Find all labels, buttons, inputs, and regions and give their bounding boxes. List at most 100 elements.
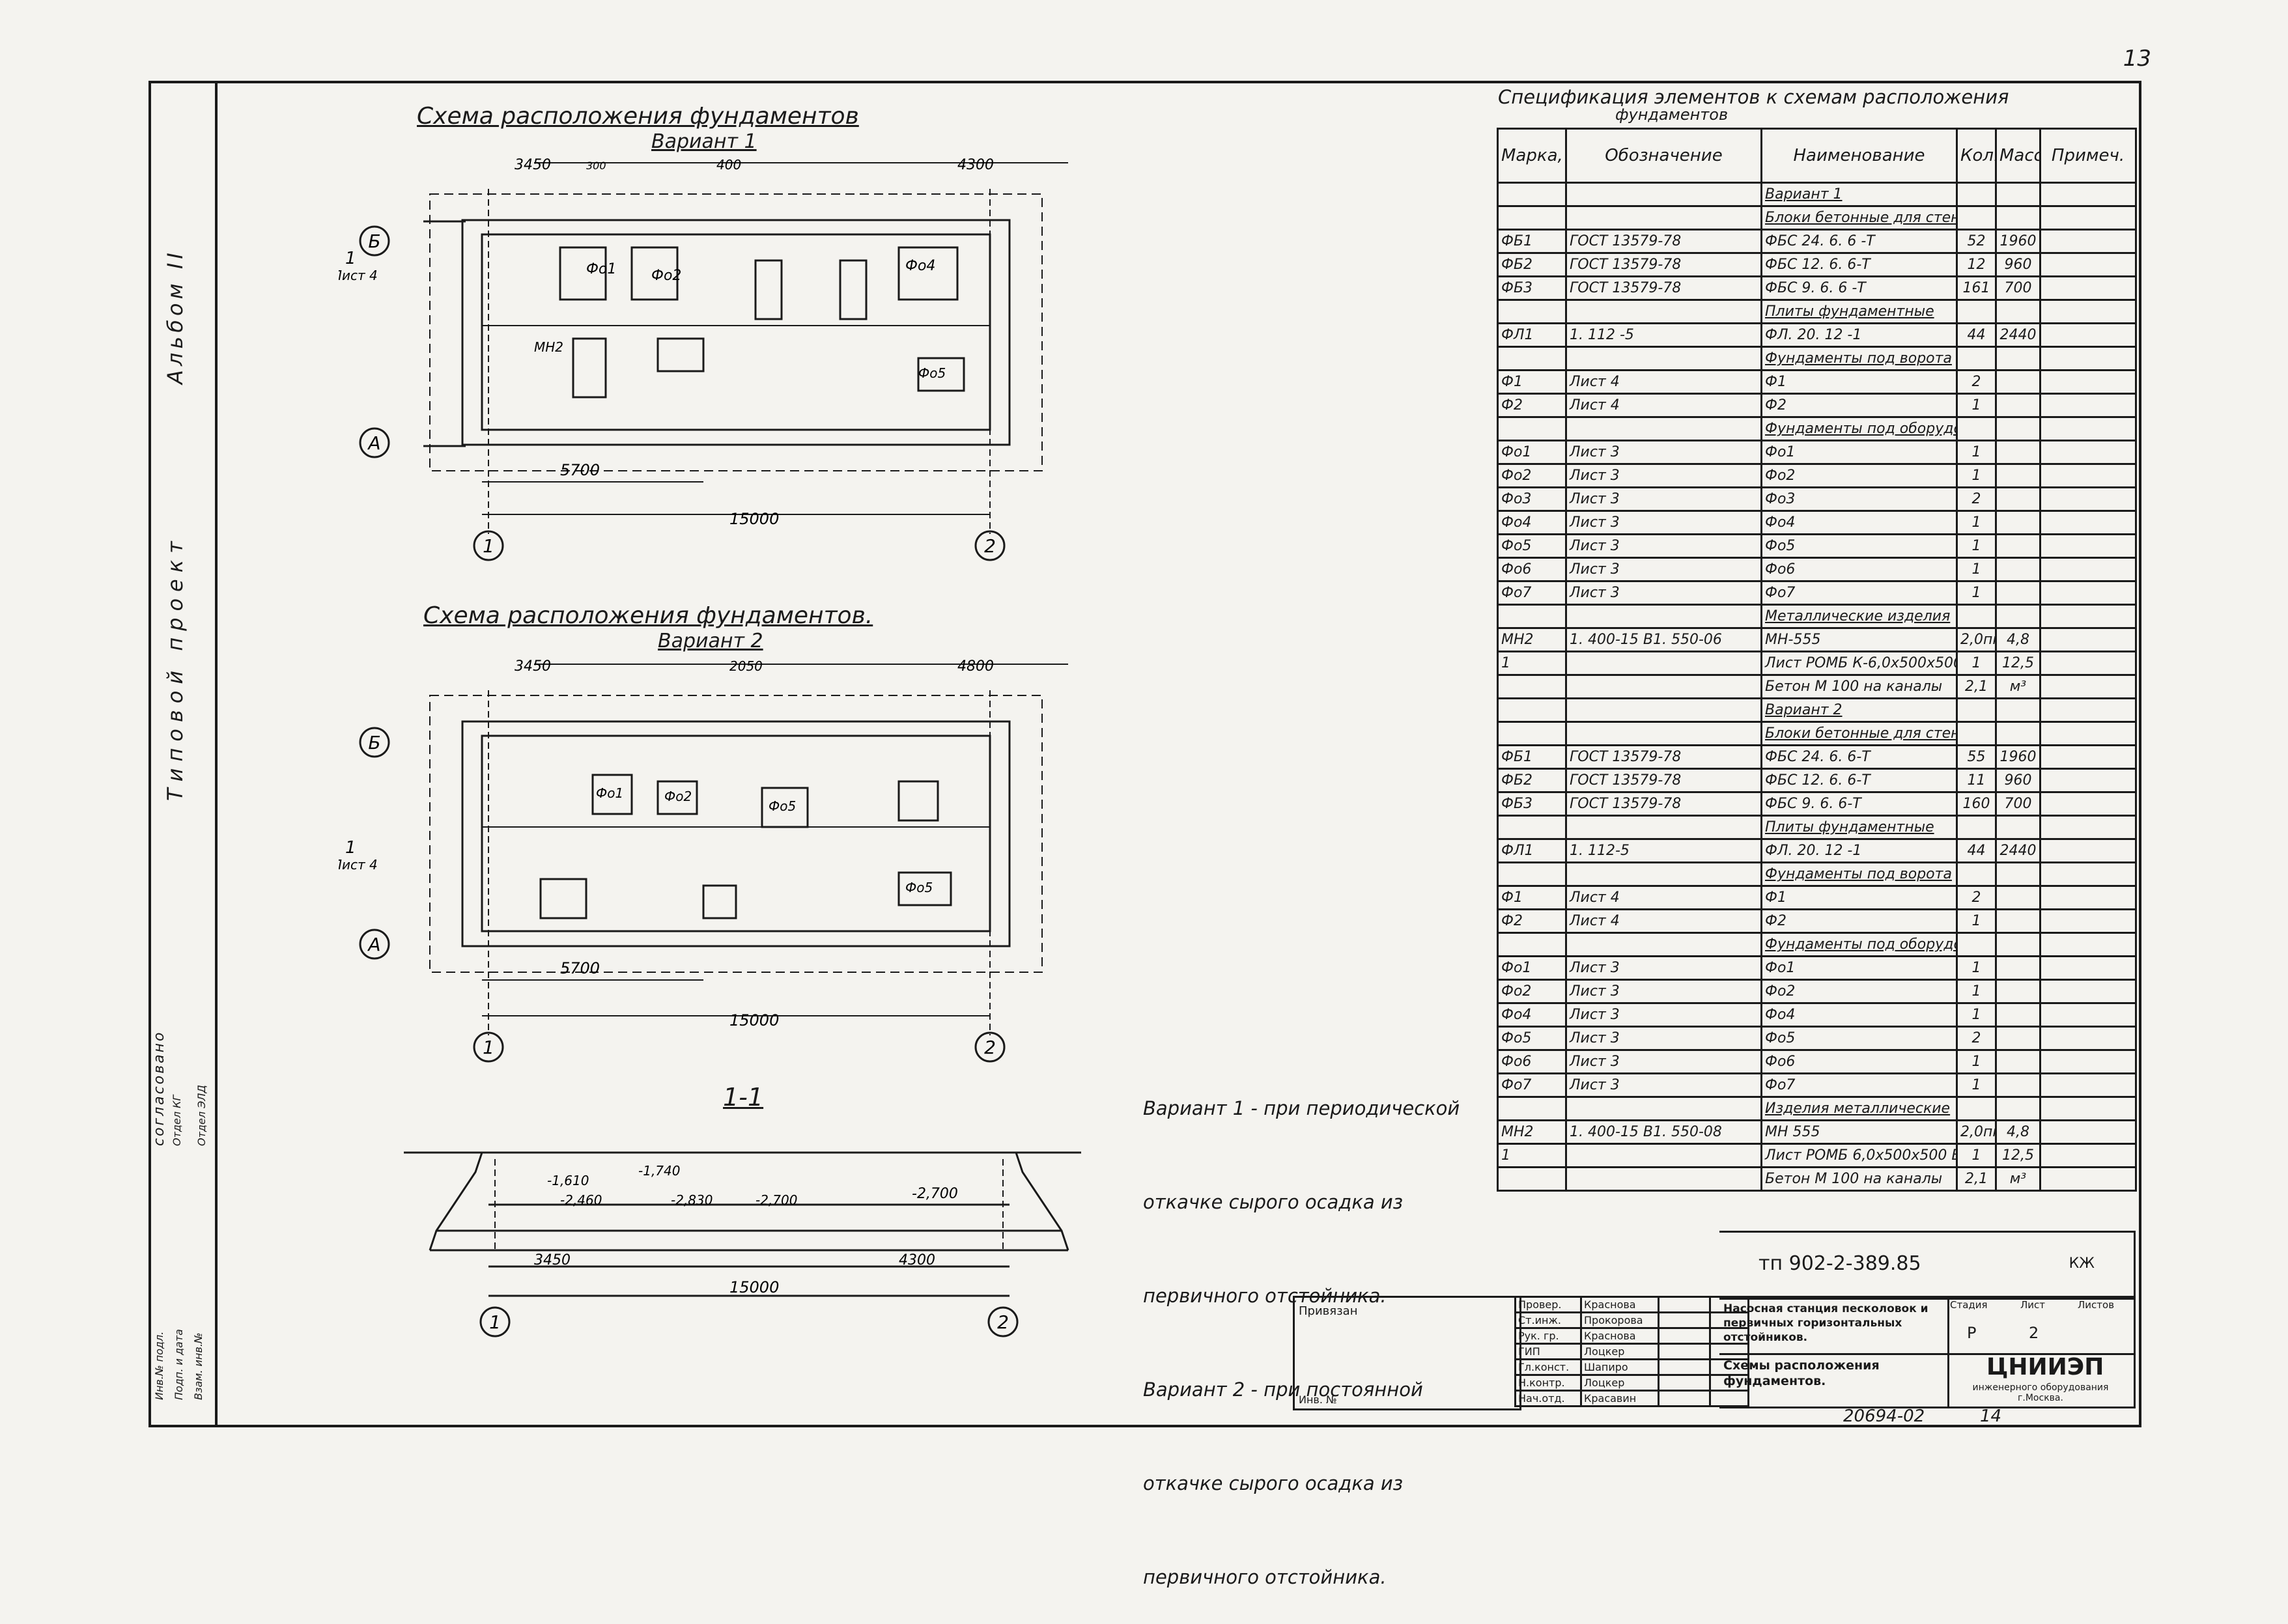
dim-inner: 5700	[560, 461, 600, 479]
signature-cell: Прокорова	[1580, 1311, 1660, 1329]
spec-cell: ФБС 9. 6. 6-Т	[1760, 791, 1958, 817]
signature-cell	[1658, 1358, 1711, 1376]
spec-cell	[1995, 721, 2041, 746]
spec-cell: 1. 400-15 В1. 550-08	[1565, 1119, 1762, 1145]
spec-cell	[2039, 393, 2137, 418]
spec-cell	[1497, 205, 1567, 231]
spec-cell	[1995, 557, 2041, 582]
spec-cell	[2039, 885, 2137, 910]
spec-cell	[2039, 674, 2137, 699]
spec-cell: ФЛ1	[1497, 322, 1567, 348]
spec-cell	[1497, 697, 1567, 723]
spec-cell: 2,1	[1956, 1166, 1997, 1192]
spec-cell	[1497, 1166, 1567, 1192]
spec-cell: Фо7	[1760, 1072, 1958, 1098]
drawing-frame	[215, 81, 2141, 1427]
spec-cell: ФБ2	[1497, 768, 1567, 793]
strip-inv: Инв.№ подл.	[153, 1331, 165, 1400]
spec-cell	[1995, 346, 2041, 371]
spec-cell: 2	[1956, 486, 1997, 512]
section-mark: 1	[345, 838, 356, 858]
spec-cell: ФЛ1	[1497, 838, 1567, 863]
spec-cell	[1497, 1096, 1567, 1121]
spec-cell	[1956, 861, 1997, 887]
spec-cell	[2039, 1166, 2137, 1192]
dim-4800: 4800	[957, 658, 994, 675]
spec-cell	[1995, 697, 2041, 723]
spec-cell: Фо4	[1760, 1002, 1958, 1028]
label-fo2: Фо2	[651, 268, 681, 284]
spec-cell: ГОСТ 13579-78	[1565, 252, 1762, 277]
spec-cell: ГОСТ 13579-78	[1565, 229, 1762, 254]
signature-cell: Н.контр.	[1514, 1374, 1582, 1392]
dim-total: 15000	[729, 1278, 779, 1296]
spec-cell: 1	[1956, 651, 1997, 676]
spec-cell: 1	[1497, 1143, 1567, 1168]
spec-cell: МН-555	[1760, 627, 1958, 652]
spec-cell: Фо1	[1760, 440, 1958, 465]
signature-cell	[1658, 1327, 1711, 1345]
inv-label: Инв. №	[1299, 1393, 1337, 1406]
sheet-header: Лист	[2020, 1299, 2046, 1311]
spec-row: Блоки бетонные для стен подвала	[1497, 205, 2137, 231]
signature-row: Н.контр.Лоцкер	[1514, 1374, 1749, 1392]
spec-cell	[2039, 1072, 2137, 1098]
scheme2-plan: Б А 1 2 3450 2050 4800 15000 5700 1 Лист…	[339, 658, 1068, 1063]
spec-cell	[1995, 979, 2041, 1004]
project-label: Типовой проект	[163, 535, 188, 801]
signature-row: Гл.конст.Шапиро	[1514, 1358, 1749, 1376]
spec-cell	[2039, 627, 2137, 652]
signature-row: Провер.Краснова	[1514, 1296, 1749, 1313]
spec-cell: ГОСТ 13579-78	[1565, 744, 1762, 770]
axis-1: 1	[483, 535, 494, 557]
spec-cell	[1565, 861, 1762, 887]
spec-cell	[1565, 1143, 1762, 1168]
spec-cell: Фо1	[1497, 440, 1567, 465]
signature-cell	[1658, 1343, 1711, 1360]
signature-cell: Лоцкер	[1580, 1343, 1660, 1360]
spec-cell	[1995, 1096, 2041, 1121]
spec-cell: Металлические изделия	[1760, 604, 1958, 629]
note-line: первичного отстойника.	[1143, 1566, 1387, 1588]
spec-cell: Вариант 2	[1760, 697, 1958, 723]
spec-cell	[1565, 1166, 1762, 1192]
spec-cell	[1995, 932, 2041, 957]
spec-cell: Лист 3	[1565, 1002, 1762, 1028]
linked-box: Привязан Инв. №	[1293, 1296, 1521, 1410]
section-title: 1-1	[723, 1083, 764, 1112]
spec-cell	[1956, 932, 1997, 957]
spec-cell: 2,1	[1956, 674, 1997, 699]
spec-cell: Фо4	[1760, 510, 1958, 535]
spec-cell	[1995, 486, 2041, 512]
spec-cell: Лист 3	[1565, 533, 1762, 559]
spec-cell: 1. 112-5	[1565, 838, 1762, 863]
signature-cell: Краснова	[1580, 1296, 1660, 1313]
spec-cell: Лист 3	[1565, 463, 1762, 488]
spec-cell	[2039, 486, 2137, 512]
spec-cell: Фо4	[1497, 1002, 1567, 1028]
spec-cell	[1497, 932, 1567, 957]
spec-cell	[1995, 815, 2041, 840]
spec-cell: 1960	[1995, 229, 2041, 254]
signature-cell	[1658, 1311, 1711, 1329]
album-label: Альбом II	[163, 249, 188, 384]
section-mark: 1	[345, 249, 356, 268]
spec-cell	[1565, 674, 1762, 699]
spec-cell: 1	[1956, 510, 1997, 535]
spec-cell: 160	[1956, 791, 1997, 817]
spec-cell: Фо7	[1760, 580, 1958, 606]
spec-cell: Фо3	[1760, 486, 1958, 512]
spec-cell	[1995, 510, 2041, 535]
spec-cell: 1	[1956, 1072, 1997, 1098]
spec-cell	[1956, 205, 1997, 231]
spec-cell	[1565, 721, 1762, 746]
spec-row: Плиты фундаментные	[1497, 299, 2137, 324]
